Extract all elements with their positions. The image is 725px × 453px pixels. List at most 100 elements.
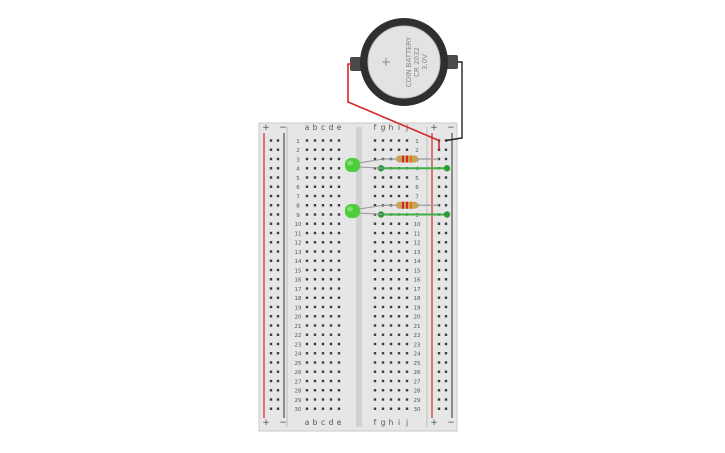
rail-hole[interactable] (276, 324, 280, 327)
breadboard-hole[interactable] (337, 185, 341, 188)
breadboard-hole[interactable] (337, 259, 341, 262)
breadboard-hole[interactable] (329, 148, 333, 151)
breadboard-hole[interactable] (313, 268, 317, 272)
rail-hole[interactable] (276, 407, 280, 410)
rail-hole[interactable] (276, 305, 280, 309)
breadboard-hole[interactable] (373, 287, 377, 290)
breadboard-hole[interactable] (321, 148, 325, 151)
breadboard-hole[interactable] (305, 389, 309, 392)
breadboard-hole[interactable] (373, 157, 377, 161)
breadboard-hole[interactable] (389, 398, 393, 401)
breadboard-hole[interactable] (397, 333, 401, 336)
breadboard-hole[interactable] (329, 268, 333, 272)
breadboard-hole[interactable] (313, 342, 317, 346)
led-2-body[interactable] (345, 204, 360, 218)
breadboard-hole[interactable] (305, 305, 309, 309)
breadboard-hole[interactable] (337, 241, 341, 244)
breadboard-hole[interactable] (405, 259, 409, 262)
breadboard-hole[interactable] (405, 361, 409, 364)
rail-hole[interactable] (276, 398, 280, 401)
breadboard-hole[interactable] (389, 389, 393, 392)
breadboard-hole[interactable] (389, 241, 393, 244)
breadboard-hole[interactable] (321, 139, 325, 142)
breadboard-hole[interactable] (337, 315, 341, 318)
rail-hole[interactable] (269, 324, 273, 327)
rail-hole[interactable] (437, 231, 441, 235)
breadboard-hole[interactable] (305, 278, 309, 281)
breadboard-hole[interactable] (389, 305, 393, 309)
breadboard-hole[interactable] (405, 389, 409, 392)
rail-hole[interactable] (437, 342, 441, 346)
breadboard-hole[interactable] (305, 250, 309, 253)
breadboard-hole[interactable] (313, 389, 317, 392)
breadboard-hole[interactable] (381, 139, 385, 142)
rail-hole[interactable] (276, 370, 280, 373)
breadboard-hole[interactable] (313, 204, 317, 207)
breadboard-hole[interactable] (337, 268, 341, 272)
breadboard-hole[interactable] (329, 204, 333, 207)
breadboard-hole[interactable] (329, 370, 333, 373)
breadboard-hole[interactable] (337, 213, 341, 216)
breadboard-hole[interactable] (321, 370, 325, 373)
breadboard-hole[interactable] (313, 139, 317, 142)
rail-hole[interactable] (437, 185, 441, 188)
rail-hole[interactable] (444, 157, 448, 161)
breadboard-hole[interactable] (405, 370, 409, 373)
rail-hole[interactable] (269, 407, 273, 410)
breadboard-hole[interactable] (321, 278, 325, 281)
rail-hole[interactable] (269, 361, 273, 364)
rail-hole[interactable] (437, 250, 441, 253)
breadboard-hole[interactable] (389, 379, 393, 383)
rail-hole[interactable] (276, 389, 280, 392)
breadboard-hole[interactable] (381, 370, 385, 373)
breadboard-hole[interactable] (397, 222, 401, 225)
breadboard-hole[interactable] (321, 213, 325, 216)
breadboard-hole[interactable] (373, 333, 377, 336)
breadboard-hole[interactable] (405, 250, 409, 253)
breadboard-hole[interactable] (397, 250, 401, 253)
breadboard-hole[interactable] (329, 305, 333, 309)
rail-hole[interactable] (437, 287, 441, 290)
rail-hole[interactable] (269, 148, 273, 151)
breadboard-hole[interactable] (337, 231, 341, 235)
breadboard-hole[interactable] (381, 342, 385, 346)
breadboard-hole[interactable] (313, 370, 317, 373)
breadboard-hole[interactable] (329, 342, 333, 346)
breadboard-hole[interactable] (313, 407, 317, 410)
breadboard-hole[interactable] (337, 370, 341, 373)
breadboard-hole[interactable] (313, 287, 317, 290)
breadboard-hole[interactable] (389, 342, 393, 346)
breadboard-hole[interactable] (373, 185, 377, 188)
breadboard-hole[interactable] (305, 185, 309, 188)
rail-hole[interactable] (269, 352, 273, 355)
breadboard-hole[interactable] (337, 148, 341, 151)
breadboard-hole[interactable] (405, 148, 409, 151)
rail-hole[interactable] (276, 194, 280, 198)
rail-hole[interactable] (269, 389, 273, 392)
breadboard-hole[interactable] (381, 241, 385, 244)
breadboard-hole[interactable] (313, 231, 317, 235)
breadboard-hole[interactable] (305, 231, 309, 235)
breadboard-hole[interactable] (329, 157, 333, 161)
breadboard-hole[interactable] (405, 342, 409, 346)
rail-hole[interactable] (276, 167, 280, 170)
rail-hole[interactable] (437, 194, 441, 198)
rail-hole[interactable] (269, 379, 273, 383)
breadboard-hole[interactable] (373, 139, 377, 142)
rail-hole[interactable] (444, 231, 448, 235)
rail-hole[interactable] (276, 148, 280, 151)
breadboard-hole[interactable] (337, 250, 341, 253)
breadboard-hole[interactable] (305, 268, 309, 272)
rail-hole[interactable] (269, 315, 273, 318)
rail-hole[interactable] (444, 204, 448, 207)
breadboard-hole[interactable] (405, 324, 409, 327)
breadboard-hole[interactable] (321, 268, 325, 272)
breadboard-hole[interactable] (397, 231, 401, 235)
breadboard-hole[interactable] (337, 407, 341, 410)
breadboard-hole[interactable] (389, 250, 393, 253)
breadboard-hole[interactable] (313, 315, 317, 318)
rail-hole[interactable] (444, 176, 448, 179)
breadboard-hole[interactable] (305, 379, 309, 383)
rail-hole[interactable] (269, 185, 273, 188)
breadboard-hole[interactable] (329, 278, 333, 281)
